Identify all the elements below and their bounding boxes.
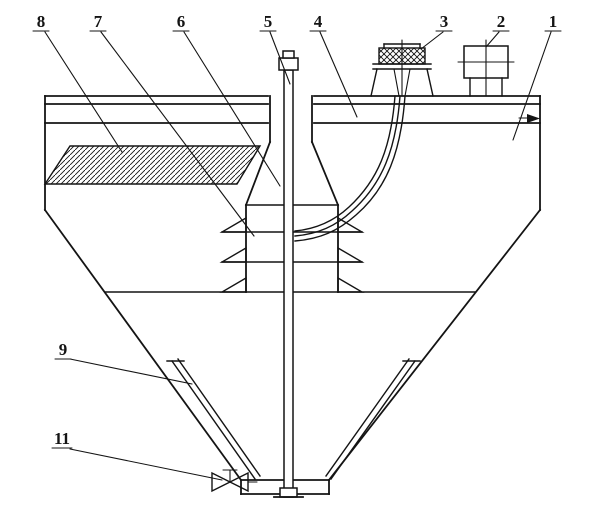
callout-label-5: 5 [264,12,273,31]
center-shaft [273,50,304,498]
top-box-unit [457,39,515,97]
callout-label-3: 3 [440,12,449,31]
callout-label-11: 11 [54,429,70,448]
callout-label-8: 8 [37,12,46,31]
inner-cone [166,358,421,480]
callouts: 8 7 6 5 4 3 2 1 9 11 [32,12,562,481]
callout-label-1: 1 [549,12,558,31]
drive-motor-unit [370,39,434,97]
feed-pipe [294,95,406,242]
callout-label-2: 2 [497,12,506,31]
discharge-valve [211,469,258,493]
callout-label-9: 9 [59,340,68,359]
lamella-plate-zone [43,145,262,185]
callout-label-4: 4 [314,12,323,31]
callout-label-7: 7 [94,12,103,31]
callout-label-6: 6 [177,12,186,31]
